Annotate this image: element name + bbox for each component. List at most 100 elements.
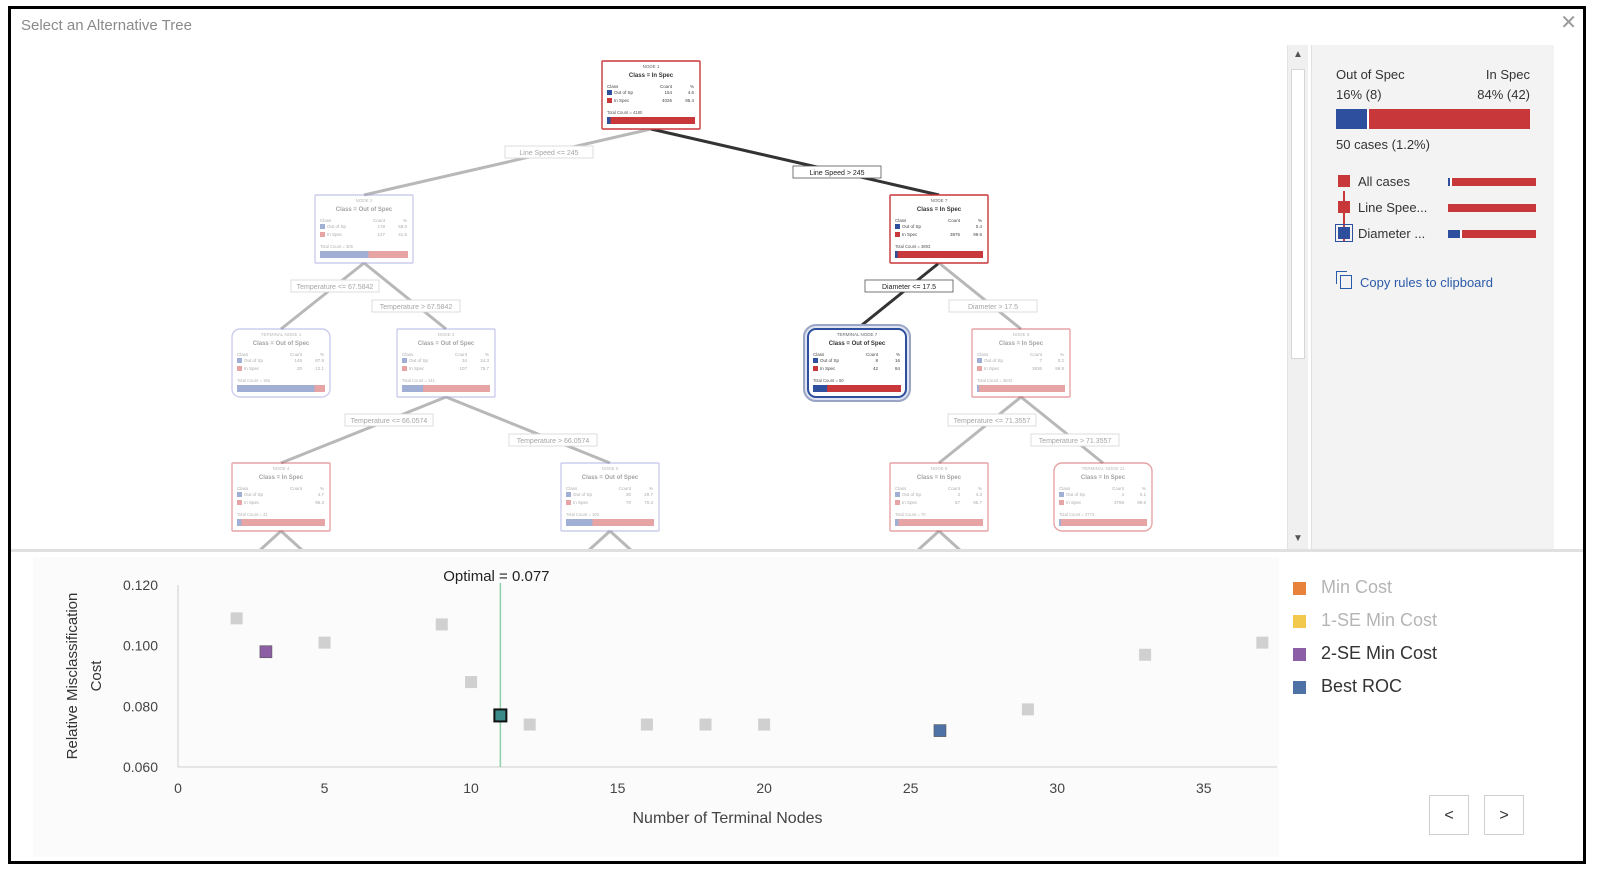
node-class-header: Class [1059, 486, 1071, 491]
legend-label: 2-SE Min Cost [1321, 643, 1438, 663]
y-tick-label: 0.120 [123, 577, 158, 593]
node-bar [237, 385, 325, 392]
close-icon[interactable]: ✕ [1560, 12, 1577, 34]
node-row-label: In Spec [984, 366, 1000, 371]
node-row-swatch [813, 366, 818, 371]
y-axis-label-line: Relative Misclassification [64, 593, 81, 760]
split-label[interactable]: Temperature <= 67.5842 [290, 279, 380, 293]
split-label[interactable]: Diameter > 17.5 [948, 299, 1038, 313]
node-count-header: Count [290, 352, 303, 357]
tree-size-point[interactable] [1256, 636, 1269, 649]
tree-size-point[interactable] [435, 618, 448, 631]
node-count-header: Count [1030, 352, 1043, 357]
scroll-down-arrow-icon[interactable]: ▼ [1293, 533, 1303, 544]
node-class: Class = In Spec [1081, 475, 1126, 481]
node-total: Total Count = 3843 [977, 378, 1013, 383]
node-bar [977, 385, 1065, 392]
node-class-header: Class [895, 486, 907, 491]
legend-swatch [1293, 648, 1306, 661]
split-label[interactable]: Diameter <= 17.5 [864, 279, 954, 293]
x-tick-label: 5 [321, 780, 329, 796]
tree-size-point[interactable] [523, 718, 536, 731]
path-step-bar-fill [1448, 178, 1452, 186]
node-bar [566, 519, 654, 526]
copy-icon [1336, 271, 1352, 289]
split-label[interactable]: Line Speed > 245 [792, 165, 882, 179]
copy-rules-label: Copy rules to clipboard [1360, 275, 1493, 290]
node-pct-header: % [320, 352, 324, 357]
node-class: Class = Out of Spec [253, 341, 310, 347]
tree-size-point[interactable] [1021, 703, 1034, 716]
tree-size-point[interactable] [1139, 648, 1152, 661]
tree-vertical-scrollbar[interactable]: ▲ ▼ [1287, 45, 1308, 549]
scroll-up-arrow-icon[interactable]: ▲ [1293, 49, 1303, 60]
node-count-header: Count [866, 352, 879, 357]
node-class-header: Class [895, 218, 907, 223]
node-row-label: In Spec [902, 232, 918, 237]
split-label[interactable]: Temperature > 71.3557 [1030, 433, 1120, 447]
node-title: NODE 5 [602, 466, 619, 471]
split-label-box [290, 279, 380, 293]
node-total: Total Count = 141 [402, 378, 436, 383]
node-count-header: Count [660, 84, 673, 89]
tree-size-point[interactable] [758, 718, 771, 731]
previous-tree-button[interactable]: < [1429, 795, 1469, 835]
tree-size-point[interactable] [259, 645, 273, 659]
node-class: Class = In Spec [999, 341, 1044, 347]
node-class: Class = Out of Spec [336, 207, 393, 213]
tree-size-point[interactable] [465, 676, 478, 689]
tree-size-point[interactable] [699, 718, 712, 731]
split-label[interactable]: Line Speed <= 245 [504, 145, 594, 159]
node-row-count: 30 [626, 492, 632, 497]
node-row-label: Out of Sp [984, 358, 1004, 363]
split-label[interactable]: Temperature <= 71.3557 [947, 413, 1037, 427]
node-row-label: Out of Sp [902, 492, 922, 497]
split-label[interactable]: Temperature <= 66.0574 [344, 413, 434, 427]
tree-size-point[interactable] [933, 724, 947, 737]
split-label[interactable]: Temperature > 67.5842 [371, 299, 461, 313]
split-label-text: Temperature <= 67.5842 [297, 284, 374, 291]
node-row-swatch [977, 358, 982, 363]
node-row-pct: 87.9 [315, 358, 324, 363]
path-step-marker [1338, 201, 1350, 213]
tree-size-point[interactable] [640, 718, 653, 731]
x-tick-label: 0 [174, 780, 182, 796]
node-bar [813, 385, 901, 392]
node-row-swatch [566, 492, 571, 497]
node-total: Total Count = 50 [813, 378, 844, 383]
node-title: NODE 9 [931, 466, 948, 471]
copy-rules-button[interactable]: Copy rules to clipboard [1336, 271, 1493, 290]
selected-tree-point[interactable] [493, 708, 508, 723]
node-pct-header: % [403, 218, 407, 223]
scroll-thumb[interactable] [1291, 69, 1305, 359]
node-row-label: Out of Sp [573, 492, 593, 497]
node-row-label: Out of Sp [1066, 492, 1086, 497]
node-row-pct: 0.2 [1058, 358, 1065, 363]
node-row-label: Out of Sp [244, 492, 264, 497]
path-connector [1343, 191, 1345, 241]
node-class-header: Class [320, 218, 332, 223]
legend-label: 1-SE Min Cost [1321, 610, 1438, 630]
split-label[interactable]: Temperature > 66.0574 [508, 433, 598, 447]
node-class-header: Class [566, 486, 578, 491]
pane-divider[interactable] [11, 549, 1583, 552]
node-bar [1059, 519, 1147, 526]
next-tree-button[interactable]: > [1484, 795, 1524, 835]
tree-size-point[interactable] [318, 636, 331, 649]
dialog-window: Select an Alternative Tree ✕ Line Speed … [8, 6, 1586, 864]
node-class: Class = In Spec [917, 207, 962, 213]
split-label-box [371, 299, 461, 313]
tree-size-point[interactable] [230, 612, 243, 625]
